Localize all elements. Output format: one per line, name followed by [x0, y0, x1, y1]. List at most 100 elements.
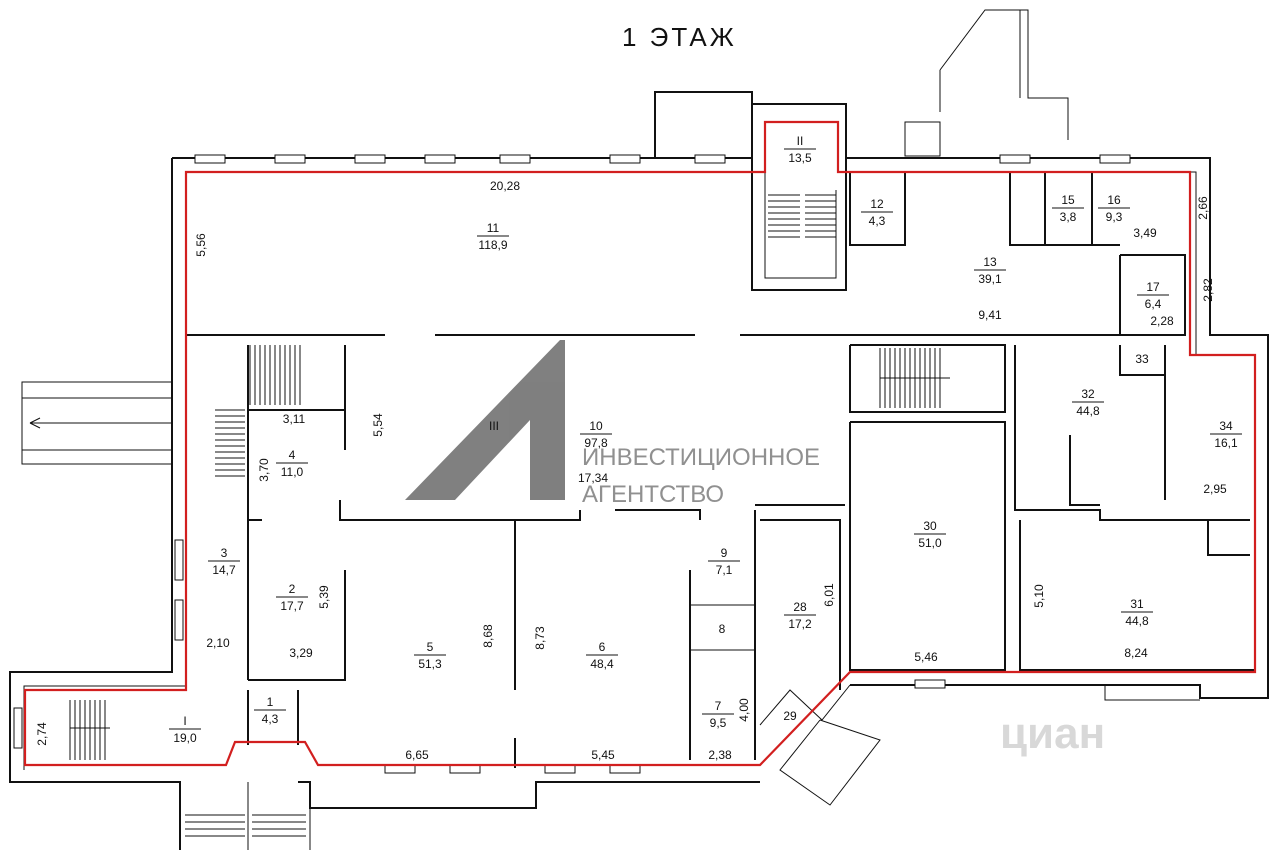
room-label-10: 10 97,8 — [580, 419, 612, 450]
room-area: 51,3 — [418, 657, 442, 671]
dimension-label: 5,56 — [194, 233, 208, 257]
dimension-label: 4,00 — [737, 698, 751, 722]
dimension-label: 6,01 — [822, 583, 836, 607]
windows — [13, 154, 1131, 774]
room-label-33: 33 — [1135, 352, 1149, 366]
room-number: 2 — [289, 582, 296, 596]
room-number: 32 — [1081, 387, 1095, 401]
room-number: I — [183, 714, 186, 728]
stair-left — [215, 409, 245, 477]
room-area: 14,7 — [212, 563, 236, 577]
dimension-label: 9,41 — [978, 308, 1002, 322]
room-label-5: 551,3 — [414, 640, 446, 671]
room-number: 12 — [870, 197, 884, 211]
room-number: III — [489, 419, 499, 433]
dimension-label: 5,10 — [1032, 584, 1046, 608]
stair-bottom — [185, 814, 306, 837]
dimension-label: 2,38 — [708, 748, 732, 762]
room-area: 97,8 — [584, 436, 608, 450]
room-area: 44,8 — [1076, 404, 1100, 418]
room-area: 39,1 — [978, 272, 1002, 286]
stair-I — [70, 700, 110, 760]
stair-central — [879, 348, 950, 408]
interior-walls — [69, 104, 1255, 768]
room-number: 34 — [1219, 419, 1233, 433]
room-area: 4,3 — [869, 214, 886, 228]
room-label-29: 29 — [783, 709, 797, 723]
room-area: 6,4 — [1145, 297, 1162, 311]
room-area: 44,8 — [1125, 614, 1149, 628]
room-label-2: 217,7 — [276, 582, 308, 613]
dimension-label: 2,66 — [1196, 196, 1210, 220]
room-label-12: 124,3 — [861, 197, 893, 228]
room-area: 9,3 — [1106, 210, 1123, 224]
room-number: 1 — [267, 695, 274, 709]
room-number: 4 — [289, 448, 296, 462]
room-label-III: III — [489, 419, 499, 433]
dimension-label: 2,74 — [35, 722, 49, 746]
dimension-label: 8,24 — [1124, 646, 1148, 660]
room-number: 7 — [715, 699, 722, 713]
room-label-32: 32 44,8 — [1072, 387, 1104, 418]
room-area: 13,5 — [788, 151, 812, 165]
room-area: 3,8 — [1060, 210, 1077, 224]
dimension-label: 5,39 — [317, 585, 331, 609]
dimension-label: 3,70 — [257, 458, 271, 482]
room-number: 16 — [1107, 193, 1121, 207]
room-label-13: 13 39,1 — [974, 255, 1006, 286]
room-number: 10 — [589, 419, 603, 433]
dimension-label: 6,65 — [405, 748, 429, 762]
dimension-label: 17,34 — [578, 471, 608, 485]
room-area: 16,1 — [1214, 436, 1238, 450]
dimension-label: 2,10 — [206, 636, 230, 650]
room-label-30: 30 51,0 — [914, 519, 946, 550]
dimension-label: 3,11 — [283, 412, 306, 426]
room-number: 17 — [1146, 280, 1160, 294]
room-label-8: 8 — [719, 622, 726, 636]
cian-watermark: циан — [1000, 709, 1105, 758]
room-label-1: 14,3 — [254, 695, 286, 726]
dimension-label: 3,49 — [1133, 226, 1157, 240]
stair-II — [768, 194, 836, 238]
stairs — [70, 194, 950, 837]
watermark-line2: АГЕНТСТВО — [582, 481, 724, 508]
room-label-7: 79,5 — [702, 699, 734, 730]
room-label-15: 153,8 — [1052, 193, 1084, 224]
leased-area-boundary — [23, 120, 1257, 767]
room-number: 30 — [923, 519, 937, 533]
room-area: 17,7 — [280, 599, 304, 613]
room-label-34: 34 16,1 — [1210, 419, 1242, 450]
watermark-logo: ИНВЕСТИЦИОННОЕ АГЕНТСТВО — [405, 340, 820, 508]
room-label-17: 176,4 — [1137, 280, 1169, 311]
dimension-label: 8,73 — [533, 626, 547, 650]
room-number: 33 — [1135, 352, 1149, 366]
room-number: 31 — [1130, 597, 1144, 611]
dimension-label: 5,45 — [591, 748, 615, 762]
dimension-label: 8,68 — [481, 624, 495, 648]
room-area: 11,0 — [281, 465, 304, 479]
room-number: 9 — [721, 546, 728, 560]
room-number: 11 — [487, 221, 500, 235]
floor-title: 1 ЭТАЖ — [622, 22, 737, 52]
room-number: 3 — [221, 546, 228, 560]
room-label-3: 314,7 — [208, 546, 240, 577]
room-label-II: II 13,5 — [784, 134, 816, 165]
room-label-31: 31 44,8 — [1121, 597, 1153, 628]
room-area: 48,4 — [590, 657, 614, 671]
room-area: 17,2 — [788, 617, 812, 631]
room-number: II — [797, 134, 804, 148]
room-area: 51,0 — [918, 536, 942, 550]
dimension-label: 3,29 — [289, 646, 313, 660]
room-number: 13 — [983, 255, 997, 269]
dimension-label: 2,95 — [1203, 482, 1227, 496]
room-area: 4,3 — [262, 712, 279, 726]
dimension-label: 5,46 — [914, 650, 938, 664]
room-number: 15 — [1061, 193, 1075, 207]
room-number: 6 — [599, 640, 606, 654]
room-area: 19,0 — [173, 731, 197, 745]
room-number: 8 — [719, 622, 726, 636]
